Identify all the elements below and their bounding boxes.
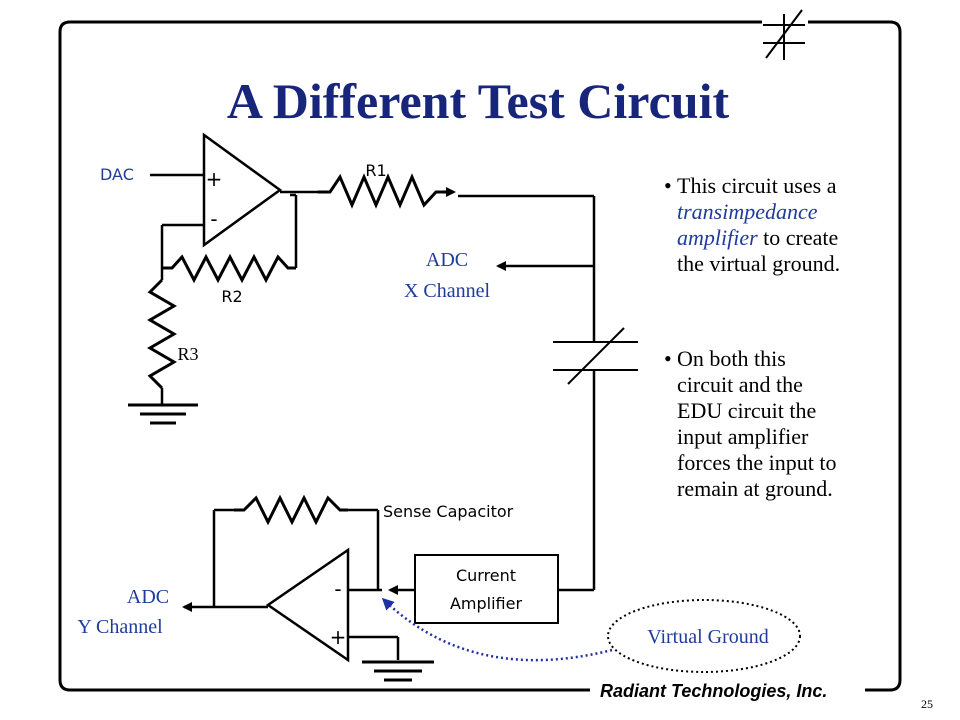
bullet-2-line: On both this [677, 346, 786, 371]
bullet-list: •This circuit uses atransimpedanceamplif… [664, 173, 840, 501]
bullet-2-line: forces the input to [677, 450, 836, 475]
ground-icon-top [128, 403, 198, 425]
resistor-r3 [147, 278, 177, 390]
dac-label: DAC [100, 165, 134, 184]
bullet-2-line: input amplifier [677, 424, 809, 449]
opamp-transimpedance [265, 547, 350, 663]
slide-frame [58, 20, 902, 692]
company-name: Radiant Technologies, Inc. [600, 681, 827, 701]
virtual-ground-callout [607, 599, 801, 673]
bullet-text-segment: circuit and the [677, 372, 803, 397]
ground-icon-bottom [362, 660, 434, 682]
current-amp-label-line2: Amplifier [450, 594, 523, 613]
feedback-resistor-bottom [234, 494, 348, 526]
adc-y-label-line2: Y Channel [77, 616, 163, 638]
resistor-r2 [162, 253, 296, 284]
sense-capacitor-symbol [553, 327, 638, 385]
capacitor-logo-icon [763, 9, 805, 60]
bullet-text-segment: transimpedance [677, 199, 818, 224]
bullet-marker: • [664, 173, 672, 198]
slide-title: A Different Test Circuit [227, 73, 730, 129]
bullet-marker: • [664, 346, 672, 371]
current-amp-label-line1: Current [456, 566, 516, 585]
resistor-r1 [318, 173, 448, 209]
opamp1-minus-sign: - [210, 207, 217, 231]
bullet-text-segment: amplifier [677, 225, 758, 250]
bullet-1-line: transimpedance [677, 199, 818, 224]
bullet-text-segment: This circuit uses a [677, 173, 837, 198]
r2-label: R2 [221, 287, 242, 306]
bullet-text-segment: remain at ground. [677, 476, 833, 501]
bullet-2-line: remain at ground. [677, 476, 833, 501]
bullet-1-line: the virtual ground. [677, 251, 840, 276]
bullet-text-segment: to create [758, 225, 839, 250]
bullet-text-segment: forces the input to [677, 450, 836, 475]
opamp1-plus-sign: + [206, 167, 223, 191]
virtual-ground-arrow [381, 597, 613, 662]
r1-label: R1 [365, 161, 386, 180]
bullet-2-line: EDU circuit the [677, 398, 816, 423]
r3-label: R3 [177, 344, 198, 364]
bullet-text-segment: input amplifier [677, 424, 809, 449]
bullet-2-line: circuit and the [677, 372, 803, 397]
bullet-text-segment: the virtual ground. [677, 251, 840, 276]
opamp2-plus-sign: + [330, 625, 347, 649]
opamp-dac [202, 132, 283, 248]
bullet-text-segment: On both this [677, 346, 786, 371]
adc-x-label-line2: X Channel [404, 280, 491, 302]
bullet-text-segment: EDU circuit the [677, 398, 816, 423]
bullet-1-line: This circuit uses a [677, 173, 837, 198]
sense-capacitor-label: Sense Capacitor [383, 502, 514, 521]
page-number: 25 [921, 697, 933, 711]
virtual-ground-label: Virtual Ground [647, 626, 769, 648]
adc-y-label-line1: ADC [127, 586, 169, 608]
adc-x-label-line1: ADC [426, 249, 468, 271]
bullet-1-line: amplifier to create [677, 225, 838, 250]
opamp2-minus-sign: - [334, 577, 341, 601]
